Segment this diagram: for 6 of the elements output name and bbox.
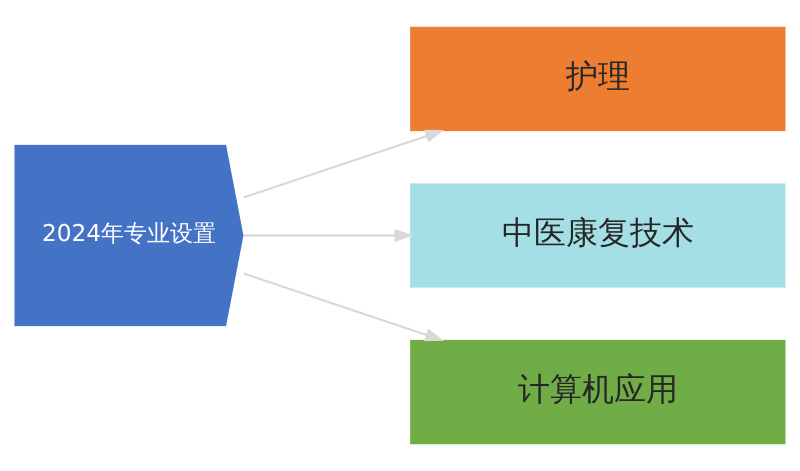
arrow — [243, 272, 444, 342]
arrow — [243, 130, 444, 198]
node-box: 计算机应用 — [410, 340, 786, 444]
node-box: 护理 — [410, 26, 786, 132]
arrow — [244, 228, 414, 242]
node-box: 中医康复技术 — [410, 183, 786, 288]
